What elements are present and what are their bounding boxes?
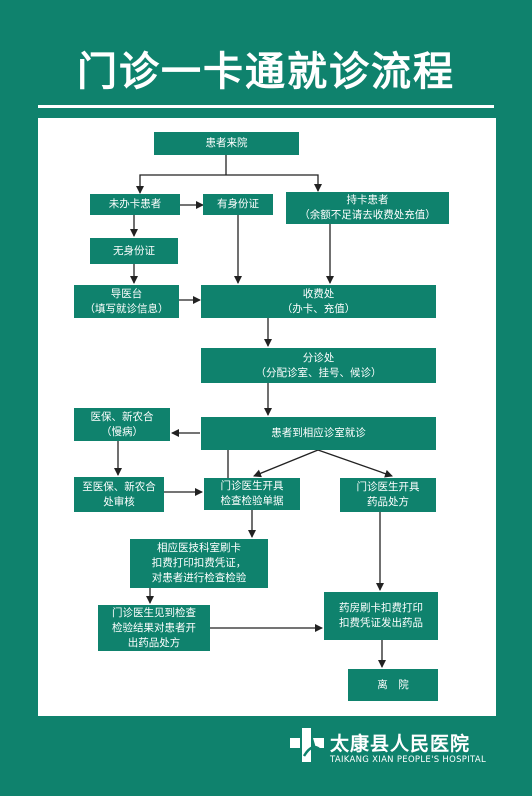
node-review-results-line3: 出药品处方 <box>127 636 181 649</box>
node-patient-arrival-label: 患者来院 <box>205 137 248 149</box>
node-cashier: 收费处 （办卡、充值） <box>201 285 436 318</box>
node-review-results: 门诊医生见到检查 检验结果对患者开 出药品处方 <box>98 605 210 651</box>
node-insurance-review-line1: 至医保、新农合 <box>82 480 156 493</box>
node-medtech-line2: 扣费打印扣费凭证， <box>151 557 247 569</box>
node-consult: 患者到相应诊室就诊 <box>201 417 436 450</box>
node-cashier-label: 收费处 <box>302 287 335 300</box>
node-insurance-chronic-line2: （慢病） <box>101 425 143 438</box>
node-medtech: 相应医技科室刷卡 扣费打印扣费凭证， 对患者进行检查检验 <box>130 539 268 588</box>
hospital-logo-icon <box>290 728 324 762</box>
node-exam-order-line2: 检查检验单据 <box>220 495 284 507</box>
node-consult-label: 患者到相应诊室就诊 <box>271 427 366 439</box>
node-patient-arrival: 患者来院 <box>154 132 299 155</box>
node-card-holder-note: （余额不足请去收费处充值） <box>299 209 436 221</box>
hospital-name: 太康县人民医院 <box>330 733 471 755</box>
connector-to-no-card <box>136 174 226 194</box>
node-medtech-line3: 对患者进行检查检验 <box>151 572 247 584</box>
node-leave-label: 离 院 <box>377 678 409 691</box>
node-pharmacy-line1: 药房刷卡扣费打印 <box>339 602 423 614</box>
connector-consult-to-rx <box>317 449 393 478</box>
title-divider <box>38 105 494 108</box>
node-prescription: 门诊医生开具 药品处方 <box>340 478 436 512</box>
node-has-id: 有身份证 <box>203 194 273 215</box>
node-prescription-line1: 门诊医生开具 <box>356 481 420 493</box>
node-no-card-label: 未办卡患者 <box>108 198 162 210</box>
node-has-id-label: 有身份证 <box>217 198 259 210</box>
node-triage-note: （分配诊室、挂号、候诊） <box>255 366 382 379</box>
node-no-id-label: 无身份证 <box>113 244 155 257</box>
node-guide-desk: 导医台 （填写就诊信息） <box>74 285 179 318</box>
node-triage-label: 分诊处 <box>302 351 335 364</box>
node-medtech-line1: 相应医技科室刷卡 <box>157 542 241 554</box>
node-pharmacy-line2: 扣费凭证发出药品 <box>339 617 423 629</box>
node-insurance-review-line2: 处审核 <box>103 495 135 508</box>
page-title: 门诊一卡通就诊流程 <box>77 49 455 95</box>
connector-to-card-holder <box>226 174 322 192</box>
node-no-id: 无身份证 <box>90 238 178 264</box>
node-guide-desk-note: （填写就诊信息） <box>84 302 169 315</box>
node-card-holder-label: 持卡患者 <box>346 194 389 206</box>
node-insurance-chronic-line1: 医保、新农合 <box>90 410 154 423</box>
node-pharmacy: 药房刷卡扣费打印 扣费凭证发出药品 <box>324 592 438 640</box>
node-triage: 分诊处 （分配诊室、挂号、候诊） <box>201 348 436 383</box>
hospital-name-en: TAIKANG XIAN PEOPLE'S HOSPITAL <box>330 755 486 765</box>
node-guide-desk-label: 导医台 <box>110 287 143 300</box>
node-review-results-line2: 检验结果对患者开 <box>112 621 196 634</box>
node-insurance-review: 至医保、新农合 处审核 <box>74 477 164 512</box>
node-review-results-line1: 门诊医生见到检查 <box>112 606 196 619</box>
connector-consult-to-rx-left <box>253 449 319 478</box>
node-card-holder: 持卡患者 （余额不足请去收费处充值） <box>286 192 449 224</box>
node-prescription-line2: 药品处方 <box>367 496 409 508</box>
node-no-card: 未办卡患者 <box>90 194 180 215</box>
node-exam-order: 门诊医生开具 检查检验单据 <box>204 478 300 510</box>
node-exam-order-line1: 门诊医生开具 <box>220 480 284 492</box>
node-insurance-chronic: 医保、新农合 （慢病） <box>74 408 170 441</box>
node-leave: 离 院 <box>348 669 438 701</box>
node-cashier-note: （办卡、充值） <box>281 302 356 315</box>
